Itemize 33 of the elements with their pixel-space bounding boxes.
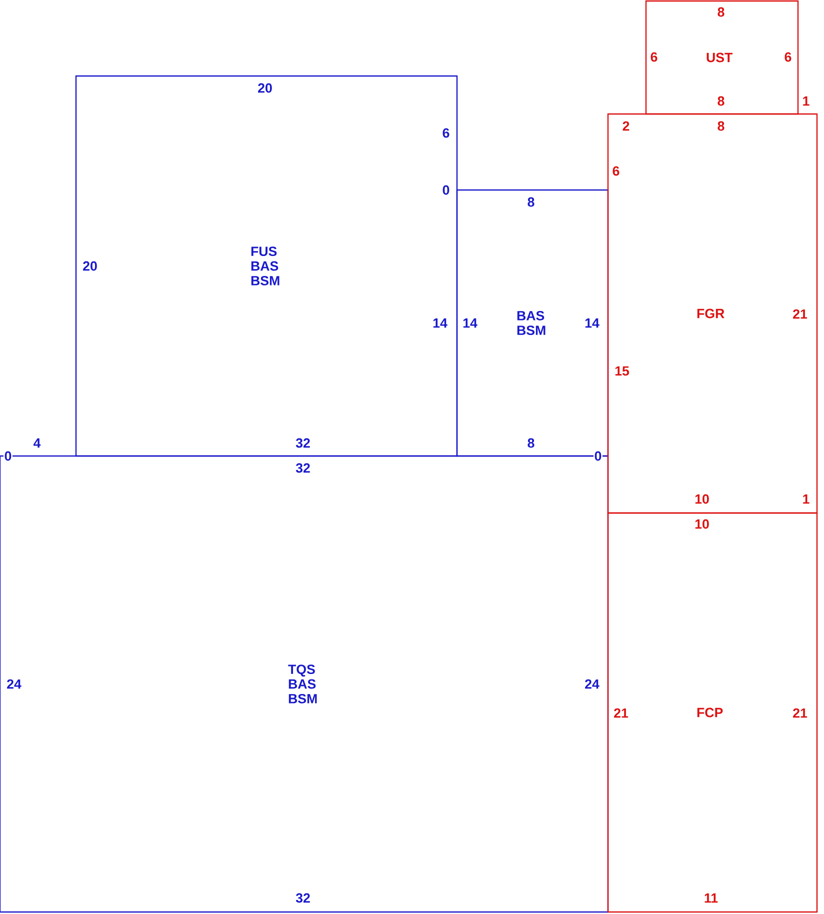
dimension-label: 8 <box>716 95 726 107</box>
dimension-label: 20 <box>256 82 274 94</box>
dimension-label: 11 <box>703 892 719 904</box>
dimension-label: 24 <box>6 678 22 690</box>
dimension-label: 14 <box>432 318 448 328</box>
dimension-label: 10 <box>694 494 710 505</box>
dimension-label: 32 <box>294 892 312 904</box>
dimension-label: 0 <box>4 450 12 462</box>
dimension-label: 6 <box>612 165 620 177</box>
dimension-label: 21 <box>792 708 808 718</box>
dimension-label: 0 <box>442 184 450 196</box>
dimension-label: 20 <box>82 260 98 272</box>
dimension-label: 4 <box>32 438 42 448</box>
dimension-label: 32 <box>294 437 312 449</box>
dimension-label: 10 <box>694 518 710 530</box>
dimension-label: 6 <box>650 52 658 63</box>
dimension-label: 21 <box>792 308 808 320</box>
dimension-label: 32 <box>294 462 312 474</box>
dimension-label: 21 <box>612 708 630 718</box>
dimension-label: 0 <box>594 450 602 462</box>
dimension-label: 1 <box>802 96 810 106</box>
dimension-label: 8 <box>526 196 536 208</box>
dimension-label: 24 <box>584 678 600 690</box>
dimension-label: 15 <box>614 366 630 376</box>
dimension-label: 8 <box>526 438 536 449</box>
dimension-label: 2 <box>622 120 630 132</box>
dimension-label: 14 <box>462 318 478 328</box>
dimension-label: 6 <box>442 127 450 139</box>
dimension-label: 1 <box>802 494 810 504</box>
dimension-label: 8 <box>716 120 726 132</box>
dimension-label: 6 <box>783 52 792 63</box>
dimension-label: 14 <box>584 318 600 328</box>
dimension-label: 8 <box>716 6 726 18</box>
